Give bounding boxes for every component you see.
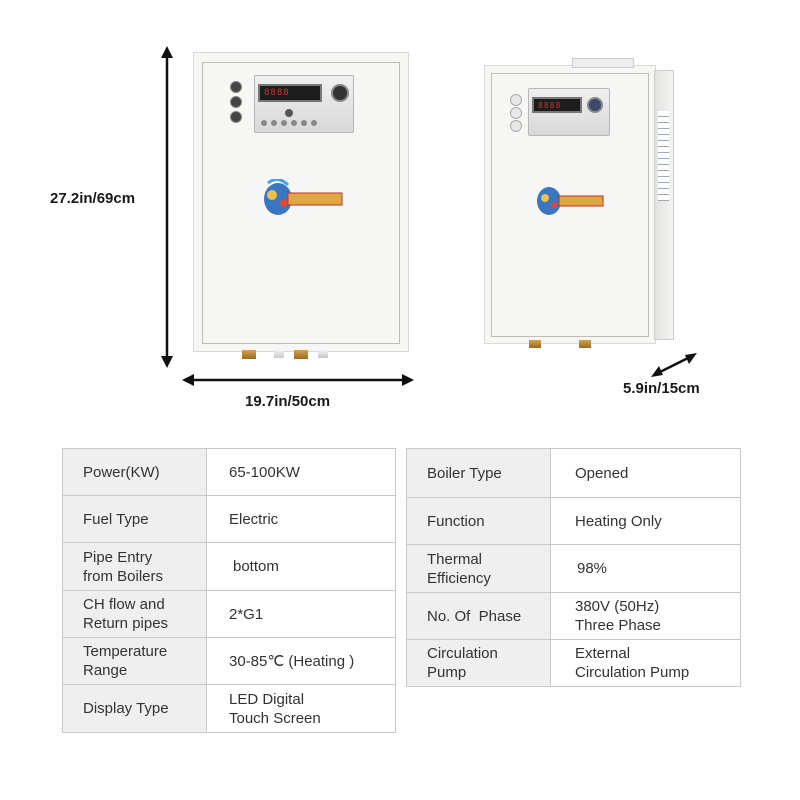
angled-control-knob-icon	[587, 97, 603, 113]
table-row: Function Heating Only	[406, 497, 741, 545]
spec-key: Circulation Pump	[406, 639, 551, 687]
table-row: Power(KW) 65-100KW	[62, 448, 396, 496]
side-button-icon	[230, 96, 242, 108]
table-row: Pipe Entry from Boilers bottom	[62, 542, 396, 591]
spec-key: Function	[406, 497, 551, 545]
spec-key: Display Type	[62, 684, 207, 733]
angled-led-display: 8888	[532, 97, 582, 113]
boiler-front-view: 8888	[193, 52, 409, 359]
spec-key: Thermal Efficiency	[406, 544, 551, 593]
side-label-strip	[658, 111, 669, 201]
boiler-side-panel	[654, 70, 674, 340]
spec-value: Electric	[206, 495, 396, 543]
side-button-icon	[230, 81, 242, 93]
spec-value: External Circulation Pump	[550, 639, 741, 687]
boiler-angled-view: 8888	[484, 65, 656, 348]
angled-control-panel: 8888	[528, 88, 610, 136]
width-dimension-label: 19.7in/50cm	[245, 393, 331, 410]
led-display: 8888	[258, 84, 322, 102]
table-row: Circulation Pump External Circulation Pu…	[406, 639, 741, 687]
touch-buttons-row	[261, 120, 319, 126]
table-row: Thermal Efficiency 98%	[406, 544, 741, 593]
spec-key: Temperature Range	[62, 637, 207, 685]
spec-table-left: Power(KW) 65-100KW Fuel Type Electric Pi…	[62, 448, 396, 733]
brass-pipe-fitting	[579, 340, 591, 348]
spec-key: Pipe Entry from Boilers	[62, 542, 207, 591]
spec-value: Opened	[550, 448, 741, 498]
brass-pipe-fitting	[294, 350, 308, 359]
table-row: No. Of Phase 380V (50Hz) Three Phase	[406, 592, 741, 640]
spec-key: No. Of Phase	[406, 592, 551, 640]
brass-pipe-fitting	[529, 340, 541, 348]
boiler-front-panel-border	[202, 62, 400, 344]
valve-fitting	[318, 350, 328, 358]
table-row: CH flow and Return pipes 2*G1	[62, 590, 396, 638]
mounting-bracket	[572, 58, 634, 68]
table-row: Boiler Type Opened	[406, 448, 741, 498]
spec-key: CH flow and Return pipes	[62, 590, 207, 638]
angled-brand-logo-icon	[537, 187, 604, 215]
table-row: Display Type LED Digital Touch Screen	[62, 684, 396, 733]
spec-value: Heating Only	[550, 497, 741, 545]
spec-value: 98%	[550, 544, 741, 593]
brand-logo-icon	[264, 179, 343, 215]
depth-arrow-icon	[651, 353, 697, 377]
brass-pipe-fitting	[242, 350, 256, 359]
valve-fitting	[274, 350, 284, 358]
spec-value: LED Digital Touch Screen	[206, 684, 396, 733]
height-arrow-icon	[161, 46, 173, 368]
side-button-icon	[510, 107, 522, 119]
side-button-icon	[230, 111, 242, 123]
table-row: Fuel Type Electric	[62, 495, 396, 543]
spec-key: Boiler Type	[406, 448, 551, 498]
spec-key: Power(KW)	[62, 448, 207, 496]
spec-value: 380V (50Hz) Three Phase	[550, 592, 741, 640]
spec-value: bottom	[206, 542, 396, 591]
spec-value: 65-100KW	[206, 448, 396, 496]
control-panel: 8888	[254, 75, 354, 133]
spec-value: 2*G1	[206, 590, 396, 638]
table-row: Temperature Range 30-85℃ (Heating )	[62, 637, 396, 685]
spec-table-right: Boiler Type Opened Function Heating Only…	[406, 448, 741, 687]
depth-dimension-label: 5.9in/15cm	[623, 380, 700, 397]
power-button-icon	[285, 109, 293, 117]
spec-key: Fuel Type	[62, 495, 207, 543]
spec-value: 30-85℃ (Heating )	[206, 637, 396, 685]
width-arrow-icon	[182, 374, 414, 386]
height-dimension-label: 27.2in/69cm	[50, 190, 136, 207]
control-knob-icon	[331, 84, 349, 102]
side-button-icon	[510, 120, 522, 132]
boiler-angled-panel-border	[491, 73, 649, 337]
side-button-icon	[510, 94, 522, 106]
